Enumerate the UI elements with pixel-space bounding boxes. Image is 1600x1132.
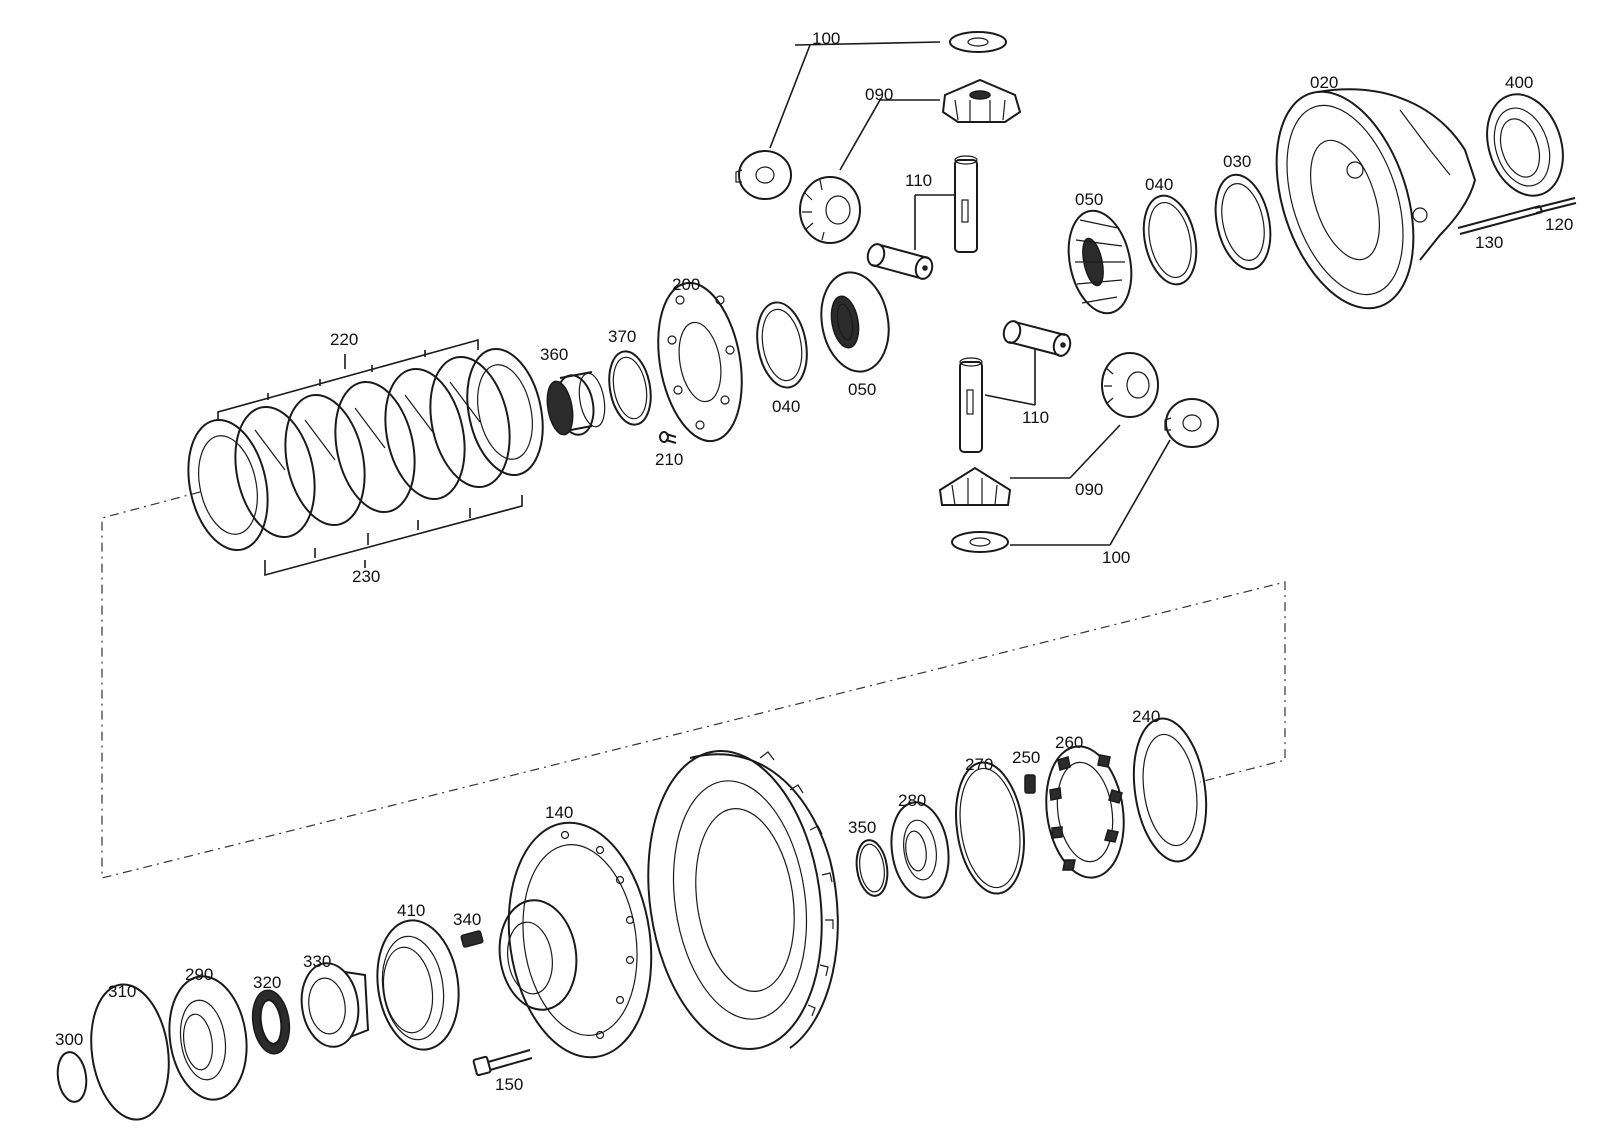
label-340: 340 [453,910,481,929]
label-250: 250 [1012,748,1040,767]
thrust-washer-100-right [1164,398,1219,448]
bearing-race-280 [890,801,950,899]
label-360: 360 [540,345,568,364]
leader-110-upper [914,194,955,250]
thrust-washer-100-left [735,150,792,200]
snap-ring-270 [955,761,1025,895]
cross-pin-110-diag [866,243,934,280]
pin-130 [1457,205,1543,235]
pinion-gear-090-top [941,78,1022,123]
differential-housing-020 [1275,88,1477,310]
pinion-gear-090-left [799,176,861,244]
label-130: 130 [1475,233,1503,252]
label-040-upper: 040 [1145,175,1173,194]
label-280: 280 [898,791,926,810]
ring-gear [647,749,839,1051]
splined-hub-360 [546,371,606,436]
label-330: 330 [303,952,331,971]
label-110-lower: 110 [1022,408,1049,427]
label-090-top: 090 [865,85,893,104]
bolt-150 [472,1049,533,1077]
o-ring-300 [56,1051,88,1103]
label-350: 350 [848,818,876,837]
label-400: 400 [1505,73,1533,92]
label-100-bottom: 100 [1102,548,1130,567]
label-270: 270 [965,755,993,774]
pinion-gear-090-right [1101,352,1159,418]
cross-pin-110-lower-diag [1002,320,1072,357]
seal-ring-320 [251,989,291,1055]
label-300: 300 [55,1030,83,1049]
label-120: 120 [1545,215,1573,234]
thrust-washer-040-upper [1142,194,1198,286]
label-290: 290 [185,965,213,984]
bearing-410 [376,919,460,1051]
label-050-lower: 050 [848,380,876,399]
label-150: 150 [495,1075,523,1094]
label-410: 410 [397,901,425,920]
label-240: 240 [1132,707,1160,726]
label-140: 140 [545,803,573,822]
circlip-350 [855,839,889,897]
leader-bracket-220 [217,338,479,420]
label-090-bottom: 090 [1075,480,1103,499]
thrust-washer-100-top [949,31,1007,53]
clutch-disc-pack-220-230 [187,347,544,552]
label-260: 260 [1055,733,1083,752]
pinion-gear-090-bottom [938,466,1012,506]
label-230: 230 [352,567,380,586]
label-020: 020 [1310,73,1338,92]
bearing-inner-race-330 [300,962,370,1048]
o-ring-310 [90,983,170,1121]
snap-ring-370 [608,350,652,426]
spring-340 [460,930,484,948]
bearing-shim-240 [1132,717,1208,863]
bearing-cage-260 [1045,745,1125,879]
cross-pin-110-upper [954,155,978,253]
side-gear-050-lower [820,271,890,373]
shim-ring-030 [1214,173,1272,271]
assembly-group-outline [101,491,1286,879]
leader-100-top [769,41,941,149]
differential-carrier-140 [498,821,653,1059]
side-gear-050-upper [1067,209,1133,315]
screw-210 [659,431,677,444]
pin-120 [1534,197,1577,214]
leader-bracket-230 [264,495,523,577]
thrust-washer-100-bottom [951,531,1009,553]
label-320: 320 [253,973,281,992]
label-040-lower: 040 [772,397,800,416]
label-110-upper: 110 [905,171,932,190]
label-100-top: 100 [812,29,840,48]
leader-110-lower [984,348,1036,406]
label-050-upper: 050 [1075,190,1103,209]
label-030: 030 [1223,152,1251,171]
spring-250 [1024,774,1036,794]
leader-090-bottom [1010,424,1121,479]
leader-090-top [839,99,940,171]
pressure-plate-200 [657,281,743,443]
cross-pin-110-lower-vert [959,357,983,453]
label-220: 220 [330,330,358,349]
thrust-washer-040-lower [756,301,808,389]
label-310: 310 [108,982,136,1001]
label-370: 370 [608,327,636,346]
label-200: 200 [672,275,700,294]
leader-100-bottom [1010,439,1171,546]
label-210: 210 [655,450,683,469]
bearing-housing-290 [168,975,248,1101]
bearing-400 [1486,93,1564,197]
